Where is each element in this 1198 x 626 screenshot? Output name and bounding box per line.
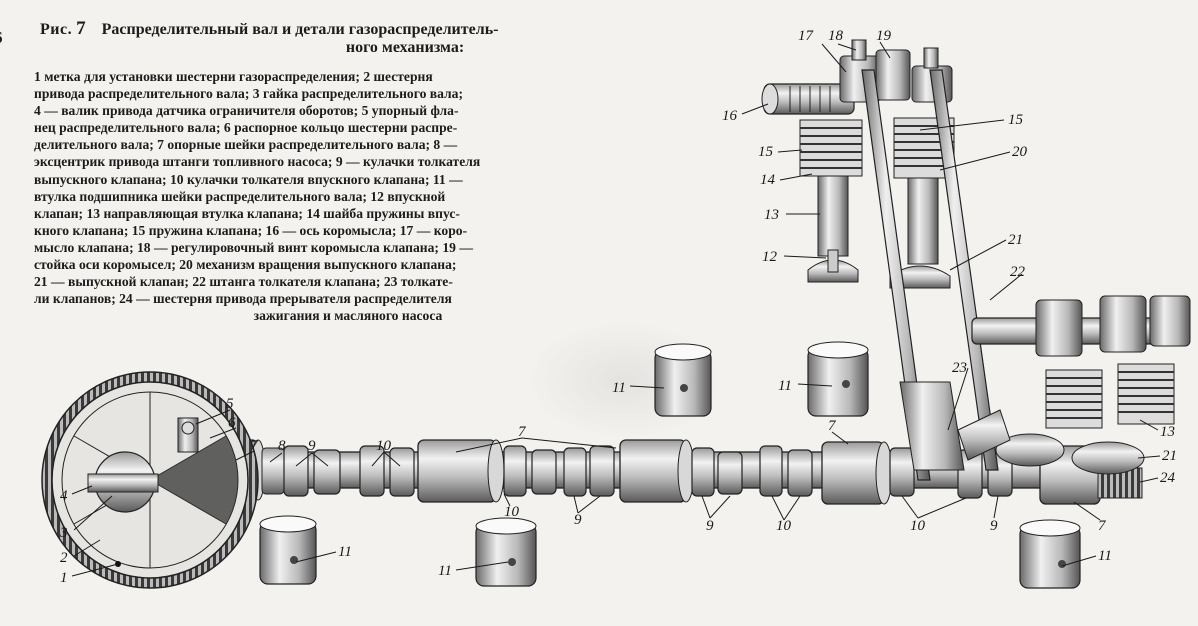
legend-line: выпускного клапана; 10 кулачки толкателя… <box>34 171 463 187</box>
callout-label: 12 <box>762 249 778 265</box>
callout-label: 21 <box>1008 232 1023 248</box>
callout-label: 18 <box>828 28 844 44</box>
rocker-assembly-right <box>957 295 1191 475</box>
legend-line: нец распределительного вала; 6 распорное… <box>34 120 458 136</box>
sensor-drive-shaft <box>87 473 159 493</box>
callout-label: 11 <box>1098 548 1112 564</box>
pushrod <box>929 69 999 471</box>
bearing-bushing <box>654 343 712 417</box>
pushrod <box>861 69 931 481</box>
figure-caption: Рис. 7 Распределительный вал и детали га… <box>40 18 680 57</box>
camshaft-journal <box>619 439 695 503</box>
legend-line: мысло клапана; 18 — регулировочный винт … <box>34 239 473 255</box>
callout-label: 9 <box>308 438 316 454</box>
callout-label: 2 <box>60 550 68 566</box>
bearing-bushing <box>475 517 537 587</box>
callout-label: 10 <box>776 518 792 534</box>
callout-label: 19 <box>876 28 892 44</box>
callout-label: 11 <box>338 544 352 560</box>
leader-lines <box>71 41 1161 577</box>
camshaft-journal <box>821 441 893 505</box>
camshaft-cams <box>283 445 1013 499</box>
callout-label: 6 <box>228 415 236 431</box>
callout-label: 7 <box>250 438 259 454</box>
callout-label: 20 <box>1012 144 1028 160</box>
caption-line-1: Рис. 7 Распределительный вал и детали га… <box>40 18 680 39</box>
callout-label: 7 <box>518 424 527 440</box>
callout-label: 10 <box>910 518 926 534</box>
legend-line: ли клапанов; 24 — шестерня привода преры… <box>34 291 452 307</box>
legend-line: зажигания и масляного насоса <box>253 308 443 324</box>
legend-line: делительного вала; 7 опорные шейки распр… <box>34 137 458 153</box>
callout-label: 11 <box>612 380 626 396</box>
bearing-bushing <box>807 341 869 417</box>
bearing-bushing <box>1019 519 1081 589</box>
callout-label: 10 <box>376 438 392 454</box>
callout-label: 9 <box>990 518 998 534</box>
callout-label: 7 <box>1098 518 1107 534</box>
callout-label: 9 <box>574 512 582 528</box>
callout-labels: 1 2 3 4 5 6 7 8 9 10 7 10 9 9 10 7 10 9 … <box>59 28 1177 586</box>
callout-label: 1 <box>60 570 68 586</box>
callout-label: 21 <box>1162 448 1177 464</box>
legend-line: кного клапана; 15 пружина клапана; 16 — … <box>34 222 468 238</box>
parts-legend: 1 метка для установки шестерни газораспр… <box>34 68 662 324</box>
callout-label: 15 <box>758 144 774 160</box>
callout-label: 16 <box>722 108 738 124</box>
callout-label: 11 <box>778 378 792 394</box>
callout-label: 17 <box>798 28 815 44</box>
legend-line: привода распределительного вала; 3 гайка… <box>34 86 463 102</box>
callout-label: 4 <box>60 488 68 504</box>
legend-line: 21 — выпускной клапан; 22 штанга толкате… <box>34 274 453 290</box>
callout-label: 15 <box>1008 112 1024 128</box>
bearing-bushing <box>259 515 317 585</box>
legend-line: 4 — валик привода датчика ограничителя о… <box>34 103 459 119</box>
fuel-pump-eccentric <box>261 447 285 495</box>
valve-tappet <box>899 381 965 471</box>
callout-label: 9 <box>706 518 714 534</box>
valve-guide-left <box>817 175 849 257</box>
callout-label: 22 <box>1010 264 1026 280</box>
callout-label: 24 <box>1160 470 1176 486</box>
rocker-assembly-top <box>761 39 999 481</box>
callout-label: 3 <box>59 525 68 541</box>
rocker-axis-stand <box>875 49 911 101</box>
figure-prefix: Рис. <box>40 21 73 38</box>
legend-line: втулка подшипника шейки распределительно… <box>34 188 446 204</box>
callout-label: 13 <box>1160 424 1175 440</box>
caption-title-line-2: ного механизма: <box>345 39 465 56</box>
callout-label: 10 <box>504 504 520 520</box>
callout-label: 5 <box>226 396 234 412</box>
legend-line: стойка оси коромысел; 20 механизм вращен… <box>34 257 457 273</box>
legend-line: клапан; 13 направляющая втулка клапана; … <box>34 205 460 221</box>
adjusting-screw <box>851 39 867 61</box>
caption-title-line-1: Распределительный вал и детали газораспр… <box>101 21 499 38</box>
callout-label: 8 <box>278 438 286 454</box>
valve-spring-right-assembly <box>1045 363 1175 429</box>
callout-label: 7 <box>828 418 837 434</box>
callout-label: 11 <box>438 563 452 579</box>
callout-label: 23 <box>952 360 967 376</box>
camshaft-journal <box>417 439 505 503</box>
callout-label: 13 <box>764 207 779 223</box>
legend-line: 1 метка для установки шестерни газораспр… <box>34 69 433 84</box>
valve-spring-left <box>799 119 863 177</box>
legend-line: эксцентрик привода штанги топливного нас… <box>34 154 481 170</box>
figure-number: 7 <box>76 18 86 39</box>
page-edge-mark: 6 <box>0 28 3 48</box>
callout-label: 14 <box>760 172 776 188</box>
